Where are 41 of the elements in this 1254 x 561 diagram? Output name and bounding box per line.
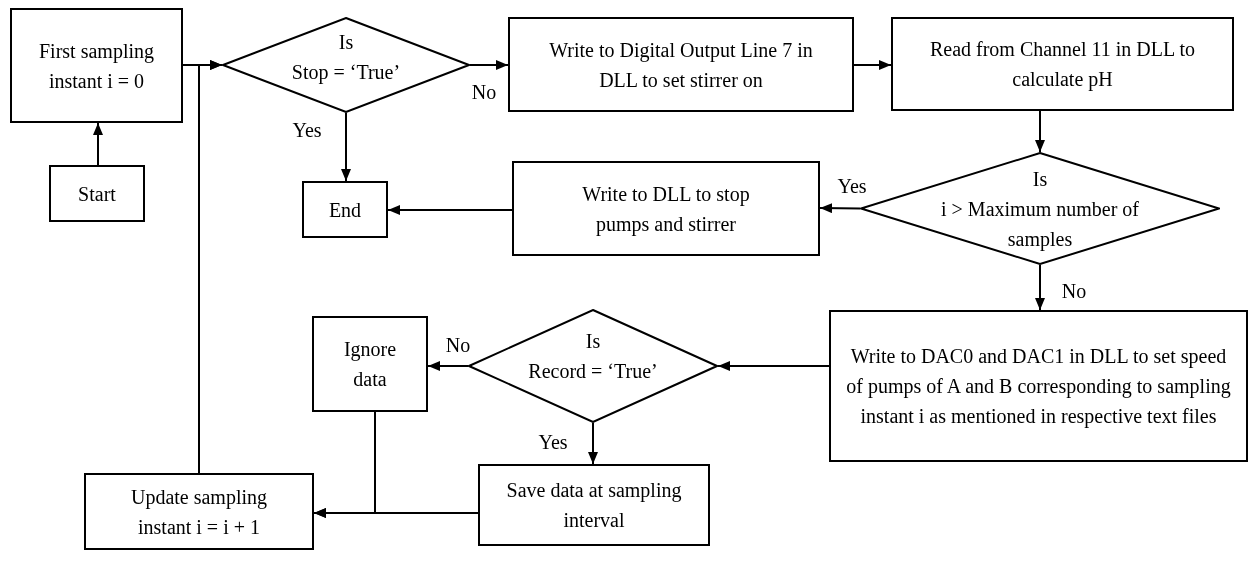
- node-text: Read from Channel 11 in DLL to calculate pH: [928, 37, 1197, 93]
- arrow: [1035, 264, 1045, 311]
- node-text: Is: [585, 329, 601, 354]
- node-text: Write to Digital Output Line 7 in DLL to set stirrer on: [548, 37, 814, 93]
- node-text: Is: [1032, 166, 1048, 192]
- arrow: [588, 422, 598, 465]
- terminal-box: [49, 165, 145, 222]
- decision-diamond: [468, 309, 718, 423]
- node-text: Save data at sampling interval: [505, 478, 683, 533]
- process-box: [10, 8, 183, 123]
- node-text: Record = ‘True’: [528, 359, 658, 384]
- node-text: End: [328, 197, 362, 223]
- node-text: Ignore data: [342, 337, 398, 392]
- arrow: [819, 203, 861, 214]
- arrow: [1035, 110, 1045, 153]
- node-text: Is: [338, 30, 354, 55]
- node-text: Write to DLL to stop pumps and stirrer: [581, 181, 751, 238]
- node-text: Write to DAC0 and DAC1 in DLL to set speed of pumps of A and B corresponding to sampling instant i as mentioned in respective text files: [845, 344, 1232, 430]
- process-box: [478, 464, 710, 546]
- arrow: [853, 60, 892, 70]
- process-box: [829, 310, 1248, 462]
- arrow: [469, 60, 509, 70]
- arrow: [341, 112, 351, 182]
- node-text: Update sampling instant i = i + 1: [129, 484, 269, 540]
- arrow: [717, 361, 830, 371]
- decision-diamond: [222, 17, 470, 113]
- arrow: [198, 60, 223, 474]
- process-box: [312, 316, 428, 412]
- process-box: [84, 473, 314, 550]
- arrow: [427, 361, 469, 371]
- process-box: [512, 161, 820, 256]
- arrow: [313, 411, 376, 518]
- node-text: First sampling instant i = 0: [38, 38, 155, 94]
- node-text: Start: [78, 181, 116, 207]
- arrow: [387, 205, 513, 215]
- arrow: [93, 122, 103, 166]
- process-box: [508, 17, 854, 112]
- process-box: [891, 17, 1234, 111]
- terminal-box: [302, 181, 388, 238]
- node-text: Stop = ‘True’: [291, 60, 401, 86]
- node-text: i > Maximum number of samples: [940, 196, 1140, 253]
